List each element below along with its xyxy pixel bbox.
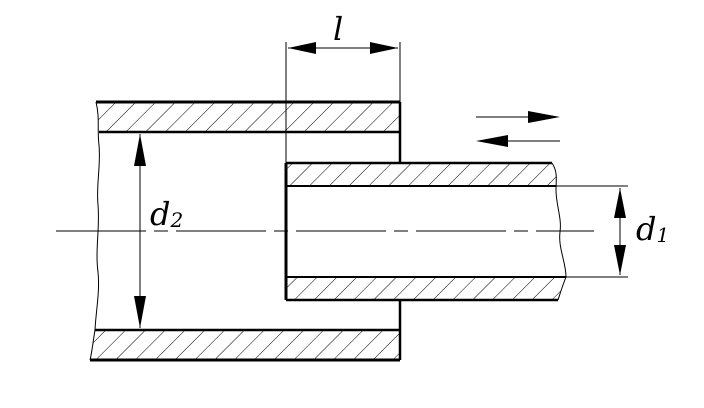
length-label: l (333, 10, 343, 48)
movement-arrow-left (476, 135, 560, 147)
outer-pipe-bottom-wall (90, 300, 402, 362)
outer-diameter-dimension (134, 134, 146, 328)
outer-pipe-top-wall (96, 100, 402, 163)
length-dimension (285, 42, 401, 163)
inner-diameter-dimension (556, 185, 628, 278)
outer-pipe-break-line (89, 101, 100, 361)
inner-pipe-top-wall (286, 161, 557, 187)
inner-pipe-break-line (551, 162, 567, 301)
inner-pipe-bottom-wall (286, 276, 566, 302)
movement-arrow-right (476, 111, 560, 123)
inner-diameter-label: d1 (636, 210, 669, 248)
outer-diameter-label: d2 (150, 195, 183, 233)
